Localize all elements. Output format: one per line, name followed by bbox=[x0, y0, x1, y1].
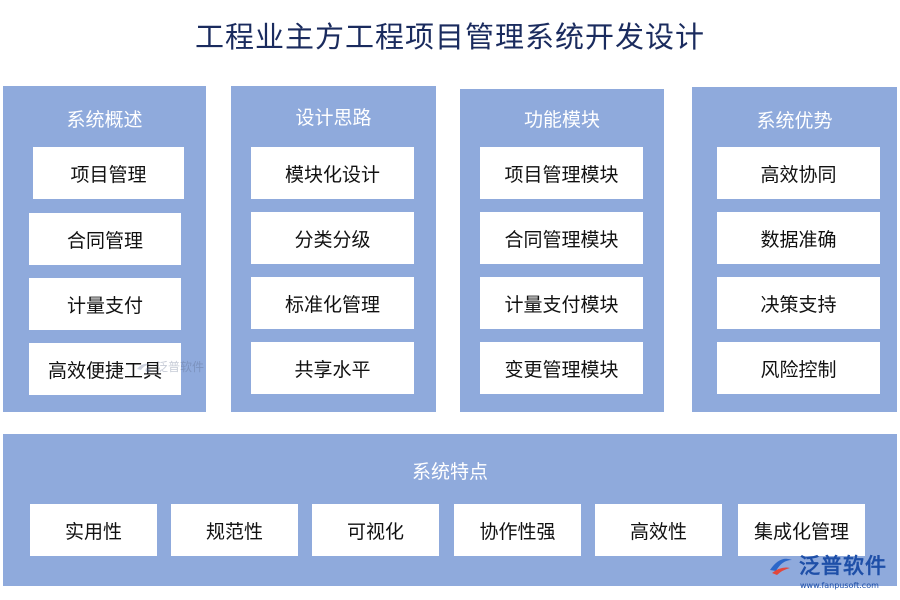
item-box: 分类分级 bbox=[251, 212, 414, 264]
watermark-text: 泛普软件 bbox=[156, 360, 205, 374]
item-box: 决策支持 bbox=[717, 277, 880, 329]
feature-box: 协作性强 bbox=[454, 504, 581, 556]
panel-system-overview: 系统概述 项目管理 合同管理 计量支付 高效便捷工具 bbox=[3, 86, 206, 412]
feature-box: 集成化管理 bbox=[738, 504, 865, 556]
panel-title: 设计思路 bbox=[295, 107, 372, 129]
item-box: 变更管理模块 bbox=[480, 342, 643, 394]
item-box: 风险控制 bbox=[717, 342, 880, 394]
feature-box: 实用性 bbox=[30, 504, 157, 556]
item-box: 计量支付 bbox=[29, 278, 181, 330]
fanpu-logo-icon bbox=[137, 363, 151, 372]
item-box: 计量支付模块 bbox=[480, 277, 643, 329]
item-box: 共享水平 bbox=[251, 342, 414, 394]
item-box: 模块化设计 bbox=[251, 147, 414, 199]
item-box: 数据准确 bbox=[717, 212, 880, 264]
item-box: 合同管理模块 bbox=[480, 212, 643, 264]
brand-logo: 泛普软件 bbox=[768, 550, 887, 580]
panel-function-modules: 功能模块 项目管理模块 合同管理模块 计量支付模块 变更管理模块 bbox=[460, 89, 664, 412]
panel-title: 功能模块 bbox=[523, 109, 600, 131]
panel-title: 系统优势 bbox=[756, 110, 833, 132]
item-box: 合同管理 bbox=[29, 213, 181, 265]
item-box: 高效便捷工具 bbox=[29, 343, 181, 395]
feature-box: 可视化 bbox=[312, 504, 439, 556]
panel-system-features: 系统特点 实用性 规范性 可视化 协作性强 高效性 集成化管理 bbox=[3, 434, 897, 586]
item-box: 标准化管理 bbox=[251, 277, 414, 329]
panel-design-approach: 设计思路 模块化设计 分类分级 标准化管理 共享水平 bbox=[231, 86, 436, 412]
feature-box: 规范性 bbox=[171, 504, 298, 556]
brand-url: www.fanpusoft.com bbox=[800, 581, 879, 590]
item-box: 项目管理模块 bbox=[480, 147, 643, 199]
brand-name: 泛普软件 bbox=[799, 554, 887, 578]
fanpu-logo-icon bbox=[770, 558, 792, 575]
watermark: 泛普软件 bbox=[136, 358, 204, 375]
item-box: 项目管理 bbox=[33, 147, 184, 199]
feature-box: 高效性 bbox=[595, 504, 722, 556]
item-box: 高效协同 bbox=[717, 147, 880, 199]
panel-title: 系统特点 bbox=[411, 461, 488, 483]
diagram-title: 工程业主方工程项目管理系统开发设计 bbox=[194, 20, 705, 54]
panel-title: 系统概述 bbox=[66, 109, 143, 131]
panel-system-advantages: 系统优势 高效协同 数据准确 决策支持 风险控制 bbox=[692, 87, 897, 412]
